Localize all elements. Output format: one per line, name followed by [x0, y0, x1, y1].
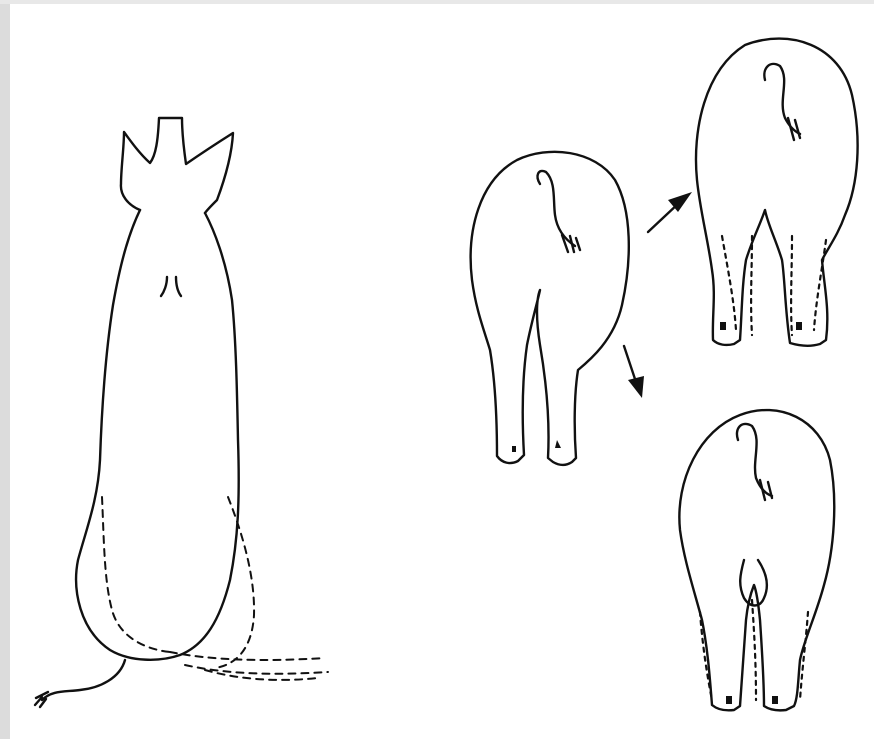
rear-hoof-left — [512, 446, 516, 452]
rear-together-hoof-left — [726, 696, 732, 704]
rear-apart-tail — [764, 64, 800, 134]
rear-apart-dashed-left2 — [751, 236, 752, 335]
pig-top-view — [35, 118, 328, 707]
pig-dashed-tail-c — [205, 670, 318, 680]
pig-back-mark — [161, 277, 181, 296]
rear-together-crotch — [740, 560, 767, 606]
pig-dashed-body-right — [215, 497, 254, 668]
pig-dashed-body-left — [102, 497, 170, 652]
pig-rear-view-legs-apart — [696, 39, 858, 346]
arrow-down-right — [624, 346, 644, 398]
rear-hoof-right — [555, 440, 561, 448]
rear-apart-hoof-right — [796, 322, 802, 330]
rear-apart-body-outline — [696, 39, 858, 346]
pig-rear-view-start — [471, 152, 629, 465]
rear-together-dashed-left — [700, 612, 712, 700]
rear-together-tail-tuft — [760, 480, 772, 500]
pig-body-outline — [76, 210, 239, 660]
rear-body-outline — [471, 152, 629, 465]
rear-together-tail — [737, 424, 772, 496]
rear-apart-dashed-left — [722, 236, 736, 330]
rear-apart-dashed-right — [791, 236, 792, 335]
rear-together-dashed-mid — [752, 600, 756, 700]
pig-dashed-tail-a — [170, 652, 325, 660]
pig-tail — [42, 660, 125, 700]
pig-head-outline — [121, 118, 233, 213]
arrow-up-right — [648, 192, 692, 232]
rear-tail — [538, 171, 575, 246]
pig-rear-view-legs-together — [679, 410, 834, 710]
rear-together-hoof-right — [772, 696, 778, 704]
rear-apart-hoof-left — [720, 322, 726, 330]
